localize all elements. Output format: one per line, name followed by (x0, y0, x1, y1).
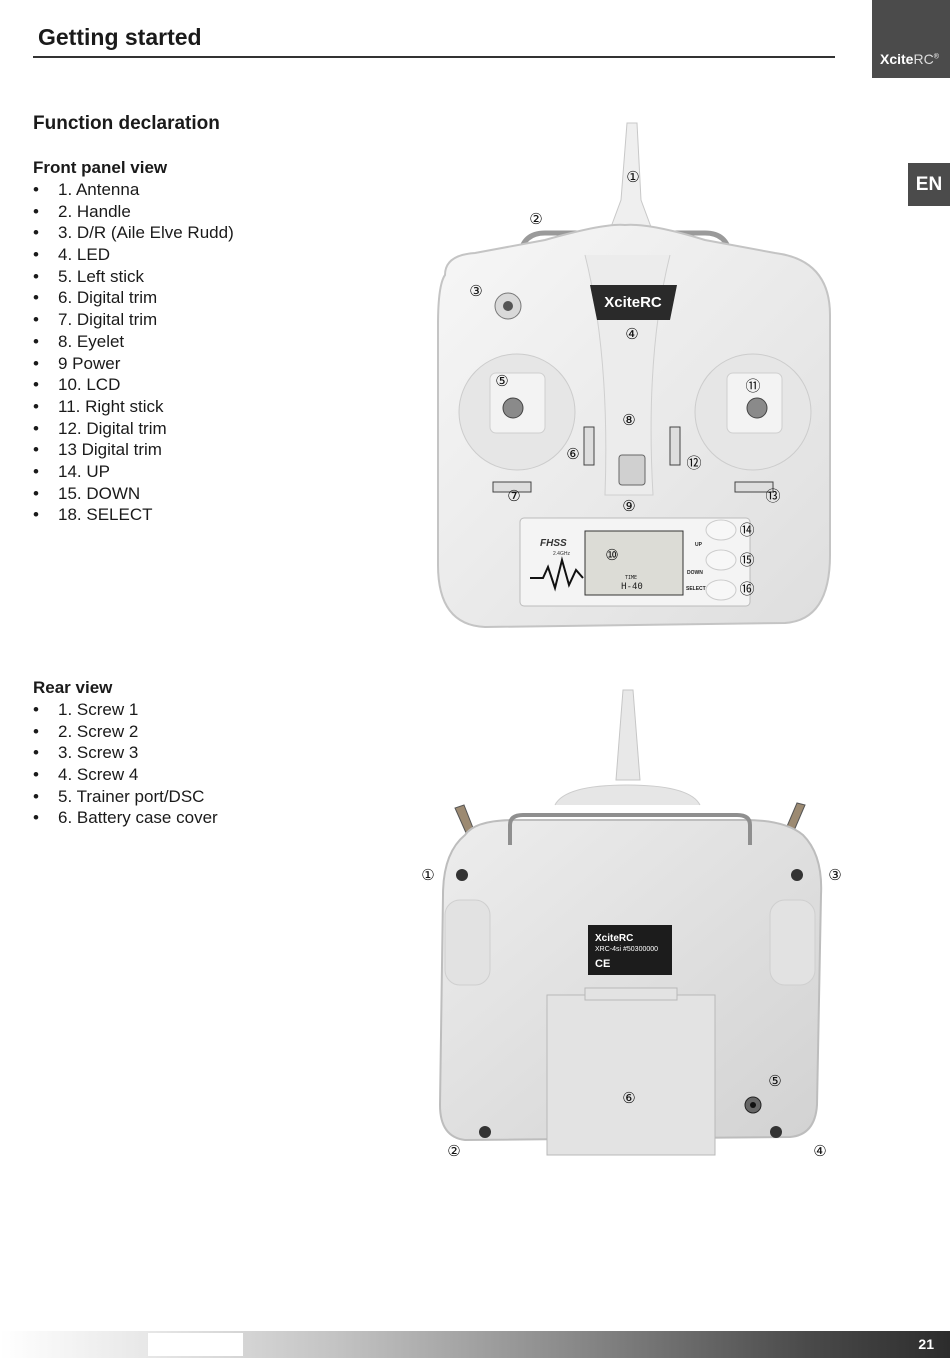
rear-body (438, 819, 823, 1142)
callout-9: ⑨ (622, 497, 635, 515)
callout-1: ① (626, 168, 639, 186)
battery-cover-latch (584, 987, 678, 1001)
list-item: 18. SELECT (33, 504, 234, 526)
left-vertical-trim (583, 426, 595, 466)
header-divider (33, 56, 835, 58)
page-number: 21 (918, 1336, 934, 1352)
screw-4 (770, 1126, 782, 1138)
list-item: 7. Digital trim (33, 309, 234, 331)
rear-callout-2: ② (447, 1142, 460, 1160)
rear-callout-5: ⑤ (768, 1072, 781, 1090)
brand-logo: XciteRC® (880, 51, 939, 67)
list-item: 1. Antenna (33, 179, 234, 201)
callout-7: ⑦ (507, 487, 520, 505)
front-brand-badge (590, 285, 677, 320)
select-button-label: SELECT (686, 586, 706, 592)
callout-3: ③ (469, 282, 482, 300)
left-horizontal-trim (492, 481, 532, 493)
list-item: 8. Eyelet (33, 331, 234, 353)
list-item: 6. Digital trim (33, 287, 234, 309)
footer-bar (0, 1331, 950, 1358)
up-button (705, 519, 737, 541)
list-item: 3. D/R (Aile Elve Rudd) (33, 222, 234, 244)
right-stick (746, 397, 768, 419)
front-panel-list: 1. Antenna 2. Handle 3. D/R (Aile Elve R… (33, 179, 234, 526)
callout-16: ⑯ (739, 580, 754, 598)
right-vertical-trim (669, 426, 681, 466)
screw-1 (456, 869, 468, 881)
callout-15: ⑮ (739, 551, 754, 569)
callout-10: ⑩ (605, 546, 618, 564)
section-title: Function declaration (33, 113, 220, 134)
battery-cover (546, 994, 716, 1156)
list-item: 10. LCD (33, 374, 234, 396)
list-item: 13 Digital trim (33, 439, 234, 461)
rear-product-label (588, 925, 672, 975)
power-switch (618, 454, 646, 486)
callout-8: ⑧ (622, 411, 635, 429)
left-grip (444, 899, 491, 986)
callout-12: ⑫ (686, 454, 701, 472)
antenna-base (554, 784, 701, 806)
rear-callout-6: ⑥ (622, 1089, 635, 1107)
label-model: XRC-4si #50300000 (595, 946, 658, 953)
list-item: 15. DOWN (33, 483, 234, 505)
callout-4: ④ (625, 325, 638, 343)
list-item: 9 Power (33, 353, 234, 375)
down-button (705, 549, 737, 571)
rear-view-list: 1. Screw 1 2. Screw 2 3. Screw 3 4. Scre… (33, 699, 218, 829)
page-header-title: Getting started (38, 24, 202, 50)
zigzag-graphic (530, 556, 584, 592)
list-item: 5. Trainer port/DSC (33, 786, 218, 808)
select-button (705, 579, 737, 601)
list-item: 14. UP (33, 461, 234, 483)
callout-13: ⑬ (765, 487, 780, 505)
dr-switch-knob (503, 301, 513, 311)
rear-view-title: Rear view (33, 678, 113, 697)
callout-5: ⑤ (495, 372, 508, 390)
trainer-port-hole (750, 1102, 756, 1108)
front-transmitter-figure: XciteRC FHSS 2.4GHz TIME H-40 UP DOWN SE… (437, 122, 831, 629)
label-ce-mark: CE (595, 958, 610, 970)
language-tab[interactable]: EN (908, 163, 950, 206)
list-item: 6. Battery case cover (33, 807, 218, 829)
list-item: 12. Digital trim (33, 418, 234, 440)
list-item: 11. Right stick (33, 396, 234, 418)
rear-antenna-shape (615, 689, 641, 781)
list-item: 3. Screw 3 (33, 742, 218, 764)
front-brand-text: XciteRC (604, 294, 662, 311)
down-button-label: DOWN (687, 570, 703, 576)
callout-11: ⑪ (745, 377, 760, 395)
rear-callout-3: ③ (828, 866, 841, 884)
front-panel-title: Front panel view (33, 158, 168, 177)
callout-2: ② (529, 210, 542, 228)
screw-2 (479, 1126, 491, 1138)
brand-box: XciteRC® (872, 0, 950, 78)
fhss-sub-label: 2.4GHz (553, 551, 570, 557)
fhss-label: FHSS (540, 538, 567, 549)
list-item: 4. LED (33, 244, 234, 266)
rear-handle (508, 813, 752, 845)
list-item: 1. Screw 1 (33, 699, 218, 721)
list-item: 5. Left stick (33, 266, 234, 288)
callout-14: ⑭ (739, 521, 754, 539)
list-item: 2. Screw 2 (33, 721, 218, 743)
right-grip (769, 899, 816, 986)
rear-callout-4: ④ (813, 1142, 826, 1160)
lcd-readout: H-40 (621, 582, 643, 592)
list-item: 2. Handle (33, 201, 234, 223)
left-stick (502, 397, 524, 419)
rear-callout-1: ① (421, 866, 434, 884)
lcd-screen (584, 530, 684, 596)
footer-gap (148, 1333, 243, 1356)
list-item: 4. Screw 4 (33, 764, 218, 786)
screw-3 (791, 869, 803, 881)
right-horizontal-trim (734, 481, 774, 493)
callout-6: ⑥ (566, 445, 579, 463)
rear-transmitter-figure: XciteRC XRC-4si #50300000 CE ① ② ③ ④ ⑤ ⑥ (421, 689, 842, 1160)
lcd-time-label: TIME (625, 575, 637, 581)
label-brand: XciteRC (595, 933, 633, 944)
up-button-label: UP (695, 542, 703, 548)
